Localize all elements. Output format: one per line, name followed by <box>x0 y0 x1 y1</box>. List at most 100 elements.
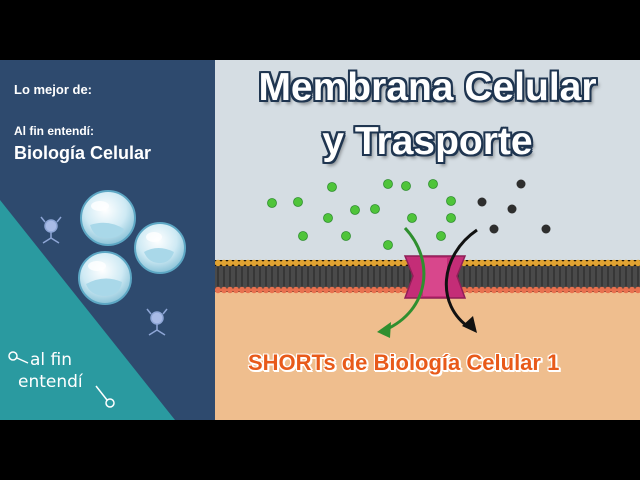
lipid-head <box>298 259 306 267</box>
dark-particle <box>507 204 517 214</box>
lipid-head <box>580 259 588 267</box>
title-line2: y Trasporte <box>322 120 533 163</box>
lipid-head <box>370 286 378 294</box>
green-particle <box>293 197 303 207</box>
lipid-head <box>634 286 640 294</box>
lipid-head <box>232 259 240 267</box>
best-of-label: Lo mejor de: <box>14 82 93 97</box>
green-particle <box>323 213 333 223</box>
lipid-head <box>358 259 366 267</box>
lipid-head <box>256 286 264 294</box>
lipid-head <box>532 286 540 294</box>
lipid-head <box>352 286 360 294</box>
lipid-head <box>382 286 390 294</box>
lipid-head <box>274 259 282 267</box>
lipid-head <box>280 286 288 294</box>
lipid-head <box>256 259 264 267</box>
lipid-head <box>376 259 384 267</box>
sidebar: Lo mejor de: Al fin entendí: Biología Ce… <box>0 60 215 420</box>
lipid-head <box>394 259 402 267</box>
lipid-head <box>388 259 396 267</box>
lipid-head <box>334 286 342 294</box>
green-particles <box>267 179 456 250</box>
lipid-head <box>574 286 582 294</box>
lipid-head <box>226 259 234 267</box>
lipid-head <box>538 259 546 267</box>
brand-logo-line1: al fin <box>30 350 73 370</box>
lipid-head <box>478 259 486 267</box>
green-particle <box>267 198 277 208</box>
lipid-head <box>628 286 636 294</box>
lipid-head <box>292 259 300 267</box>
lipid-head <box>508 259 516 267</box>
lipid-head <box>400 286 408 294</box>
green-particle <box>383 179 393 189</box>
lipid-head <box>346 286 354 294</box>
lipid-head <box>232 286 240 294</box>
title-line1: Membrana Celular <box>258 66 597 109</box>
lipid-head <box>382 259 390 267</box>
lipid-head <box>286 286 294 294</box>
dark-particles <box>477 179 551 234</box>
lipid-head <box>490 259 498 267</box>
lipid-head <box>634 259 640 267</box>
lipid-head <box>226 286 234 294</box>
lipid-head <box>586 286 594 294</box>
lipid-head <box>352 259 360 267</box>
lipid-head <box>292 286 300 294</box>
green-particle <box>298 231 308 241</box>
green-particle <box>341 231 351 241</box>
lipid-head <box>472 259 480 267</box>
lipid-head <box>544 259 552 267</box>
protein-channel <box>403 255 467 299</box>
lipid-head <box>215 286 222 294</box>
lipid-head <box>514 286 522 294</box>
membrane-illustration <box>215 60 640 420</box>
green-particle <box>436 231 446 241</box>
lipid-head <box>544 286 552 294</box>
vesicle-icon <box>80 190 136 246</box>
series-name: Biología Celular <box>14 143 152 163</box>
lipid-head <box>340 259 348 267</box>
green-particle <box>401 181 411 191</box>
lipid-head <box>238 286 246 294</box>
green-particle <box>407 213 417 223</box>
lipid-head <box>358 286 366 294</box>
lipid-head <box>334 259 342 267</box>
lipid-head <box>616 259 624 267</box>
lipid-head <box>496 286 504 294</box>
lipid-head <box>526 286 534 294</box>
lipid-head <box>340 286 348 294</box>
green-particle <box>350 205 360 215</box>
vesicle-icon <box>78 251 132 305</box>
lipid-head <box>250 259 258 267</box>
lipid-head <box>466 259 474 267</box>
lipid-head <box>628 259 636 267</box>
lipid-head <box>298 286 306 294</box>
lipid-head <box>280 259 288 267</box>
lipid-head <box>304 259 312 267</box>
lipid-head <box>616 286 624 294</box>
lipid-head <box>520 286 528 294</box>
dark-particle <box>541 224 551 234</box>
lipid-head <box>478 286 486 294</box>
green-arrow-icon <box>377 226 426 338</box>
lipid-head <box>244 286 252 294</box>
bacteriophage-icon <box>40 216 62 244</box>
lipid-head <box>496 259 504 267</box>
lipid-head <box>592 259 600 267</box>
vesicle-icon <box>134 222 186 274</box>
lipid-head <box>556 259 564 267</box>
sidebar-illustration <box>8 190 186 408</box>
lipid-head <box>346 259 354 267</box>
lipid-head <box>514 259 522 267</box>
lipid-head <box>610 259 618 267</box>
lipid-head <box>562 286 570 294</box>
lipid-head <box>502 286 510 294</box>
lipid-head <box>220 286 228 294</box>
thumbnail: Lo mejor de: Al fin entendí: Biología Ce… <box>0 60 640 420</box>
lipid-head <box>568 259 576 267</box>
brand-molecule-icon <box>8 351 115 408</box>
lipid-head <box>268 286 276 294</box>
lipid-head <box>250 286 258 294</box>
